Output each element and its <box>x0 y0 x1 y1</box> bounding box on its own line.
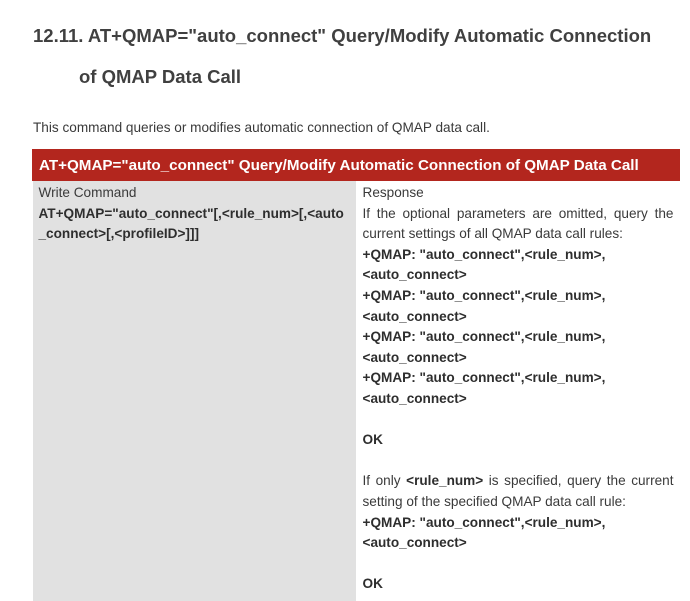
response-line: +QMAP: "auto_connect",<rule_num>,<auto_c… <box>362 287 606 324</box>
response-paragraph-single: If only <rule_num> is specified, query t… <box>363 471 674 512</box>
response-line-single: +QMAP: "auto_connect",<rule_num>,<auto_c… <box>362 514 606 551</box>
rule-num-param: <rule_num> <box>406 473 484 489</box>
para-text: If only <box>362 473 407 489</box>
write-command-syntax: AT+QMAP="auto_connect"[,<rule_num>[,<aut… <box>38 205 344 242</box>
write-command-cell: Write Command AT+QMAP="auto_connect"[,<r… <box>32 180 357 601</box>
command-table-header: AT+QMAP="auto_connect" Query/Modify Auto… <box>32 149 680 181</box>
response-label: Response <box>362 185 424 200</box>
ok-result: OK <box>362 432 383 448</box>
response-line: +QMAP: "auto_connect",<rule_num>,<auto_c… <box>362 246 606 283</box>
command-table: AT+QMAP="auto_connect" Query/Modify Auto… <box>32 149 680 601</box>
response-cell: Response If the optional parameters are … <box>356 180 680 601</box>
write-command-label: Write Command <box>38 185 137 200</box>
section-heading-line2: of QMAP Data Call <box>79 66 242 87</box>
intro-paragraph: This command queries or modifies automat… <box>33 120 490 135</box>
response-line: +QMAP: "auto_connect",<rule_num>,<auto_c… <box>362 370 606 406</box>
section-heading-line1: 12.11. AT+QMAP="auto_connect" Query/Modi… <box>33 25 652 46</box>
section-heading: 12.11. AT+QMAP="auto_connect" Query/Modi… <box>33 22 673 91</box>
response-paragraph-all: If the optional parameters are omitted, … <box>362 205 674 242</box>
ok-result: OK <box>362 576 383 592</box>
response-line: +QMAP: "auto_connect",<rule_num>,<auto_c… <box>362 329 606 365</box>
